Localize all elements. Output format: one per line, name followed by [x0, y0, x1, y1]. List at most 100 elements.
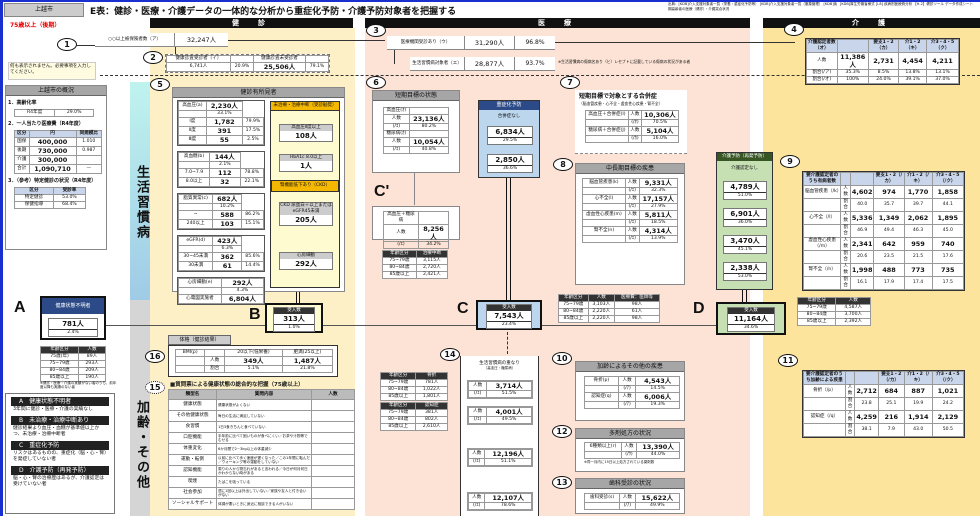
- table-row: 心房細動(e)292人: [178, 278, 265, 288]
- table-cell: 6種類以上(r): [584, 442, 622, 452]
- table-cell: 2,129: [931, 410, 965, 424]
- label-a: A: [14, 299, 26, 316]
- table-cell: 4,314人: [638, 226, 679, 236]
- table-row: 運動・転倒以前に比べて歩く速度が遅くなった／この1年間に転んだ／ウォーキング等の…: [168, 454, 355, 466]
- overview-h1: 1．高齢化率: [8, 100, 37, 106]
- section-number-11: 11: [778, 354, 798, 367]
- b-title: 受入数: [274, 308, 314, 314]
- table-cell: [802, 224, 842, 238]
- table-cell: (/ｴ): [383, 146, 410, 154]
- connector: [555, 42, 795, 43]
- table-cell: 959: [903, 237, 933, 251]
- table-cell: 17.6: [931, 250, 965, 264]
- table-cell: 21.8%: [281, 365, 334, 373]
- table-cell: 人数: [624, 226, 640, 236]
- table-cell: 人数: [840, 185, 851, 199]
- table-cell: 4,587人: [835, 304, 871, 312]
- table-cell: 骨折（/p）: [803, 384, 846, 398]
- s3-pct: 96.8%: [525, 39, 545, 46]
- table-cell: 割合: [844, 423, 856, 437]
- table-header-row: 区分円同規模比: [14, 130, 103, 138]
- table-cell: 運動・転倒: [168, 454, 217, 466]
- table-cell: [311, 399, 355, 411]
- table-cell: 人数: [467, 493, 486, 503]
- table-cell: [584, 451, 622, 459]
- header-cell: 要支1・2（カ）: [867, 39, 900, 53]
- header-cell: 介1・2（/キ）: [903, 371, 933, 385]
- table-cell: 割合: [840, 224, 851, 238]
- s5-right-title-2: 腎機能低下あり（CKD）: [271, 180, 339, 192]
- table-row: 健康状態健康状態がよくない: [168, 399, 355, 411]
- a-pct: 2.4%: [49, 329, 97, 336]
- table-cell: 人数: [844, 384, 856, 398]
- table-cell: 80~84歳: [382, 264, 417, 272]
- table-header-row: 要介護認定者のうち加齢による疾患要支1・2（/カ）介1・2（/キ）介3・4・5（…: [803, 371, 965, 385]
- header-cell: 医療費：医師等: [614, 294, 660, 302]
- table-cell: 85歳以上: [39, 374, 80, 382]
- table-cell: [75, 155, 103, 165]
- table-cell: 86.2%: [241, 210, 264, 220]
- table-cell: 100%: [836, 76, 869, 84]
- table-cell: (/ｱ): [617, 385, 637, 393]
- table-cell: 362: [212, 252, 243, 262]
- table-cell: 22.1%: [239, 177, 265, 187]
- table-cell: 85.6%: [241, 252, 264, 262]
- table-cell: 30~45未満: [177, 252, 214, 262]
- section-number-2: 2: [143, 51, 163, 64]
- header-cell: 認知症: [415, 402, 448, 410]
- legend-title-2: C 重症化予防: [11, 441, 109, 450]
- page-title: E表：健診・医療・介護データの一体的な分析から重症化予防・介護予防対象者を把握す…: [90, 7, 457, 17]
- table-cell: 20.9%: [230, 62, 254, 72]
- table-cell: 2,230人: [205, 101, 243, 111]
- table-cell: 50.5: [931, 423, 965, 437]
- a-note: ※健診・医療・介護の実績がない者のうち、前年度以降も実績のない者: [40, 381, 117, 389]
- header-cell: [849, 172, 875, 186]
- s16-tab: 体格（健診結果）: [168, 335, 231, 345]
- table-cell: 30未満: [177, 261, 214, 271]
- table-cell: 27.9%: [638, 203, 679, 211]
- table-cell: 4,211: [926, 52, 959, 70]
- table-cell: [802, 276, 842, 290]
- v1: 6,834人: [495, 128, 525, 136]
- header-cell: 年齢区分: [379, 372, 417, 380]
- table-cell: 14.5%: [635, 385, 680, 393]
- table-cell: 2,421人: [415, 271, 449, 279]
- data-table: 類型名質問内容人数健康状態健康状態がよくないその他健康状態毎日の生活に満足してい…: [168, 389, 355, 510]
- table-cell: 887: [903, 384, 933, 398]
- table-cell: 脳血管疾患(k): [582, 178, 626, 188]
- table-row: 口腔機能半年前に比べて固いものが食べにくい／お茶や汁物等でむせる: [168, 432, 355, 444]
- table-cell: 103: [212, 219, 243, 229]
- table-cell: 8,256人: [417, 224, 450, 242]
- table-cell: 89人: [78, 353, 106, 361]
- table-cell: 293人: [78, 360, 106, 368]
